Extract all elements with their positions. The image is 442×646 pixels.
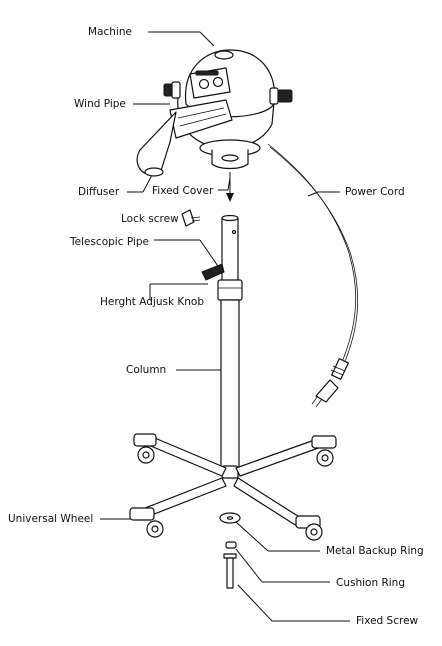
label-metal-backup-ring: Metal Backup Ring (326, 545, 424, 557)
label-column: Column (126, 364, 167, 376)
fixed-screw (223, 553, 237, 589)
label-lock-screw: Lock screw (121, 213, 179, 225)
label-height-adjust-knob: Herght Adjusk Knob (100, 296, 205, 308)
label-fixed-screw: Fixed Screw (356, 615, 419, 627)
leader-lines (100, 31, 350, 622)
label-universal-wheel: Universal Wheel (8, 513, 94, 525)
wheel-front-left (129, 507, 164, 538)
label-diffuser: Diffuser (78, 186, 120, 198)
stand (201, 214, 243, 479)
label-telescopic-pipe: Telescopic Pipe (70, 236, 149, 248)
machine (136, 49, 293, 177)
cushion-ring (225, 541, 237, 549)
wheel-back-right (311, 435, 337, 467)
label-wind-pipe: Wind Pipe (74, 98, 126, 110)
lock-screw (181, 209, 201, 227)
label-cushion-ring: Cushion Ring (336, 577, 405, 589)
metal-backup-ring (219, 512, 241, 524)
label-machine: Machine (88, 26, 132, 38)
wheel-back-left (133, 433, 157, 464)
base (129, 433, 337, 541)
wheel-front-right (295, 515, 323, 541)
assembly-arrow (226, 172, 234, 202)
label-power-cord: Power Cord (345, 186, 405, 198)
label-fixed-cover: Fixed Cover (152, 185, 214, 197)
power-cord (267, 143, 359, 408)
